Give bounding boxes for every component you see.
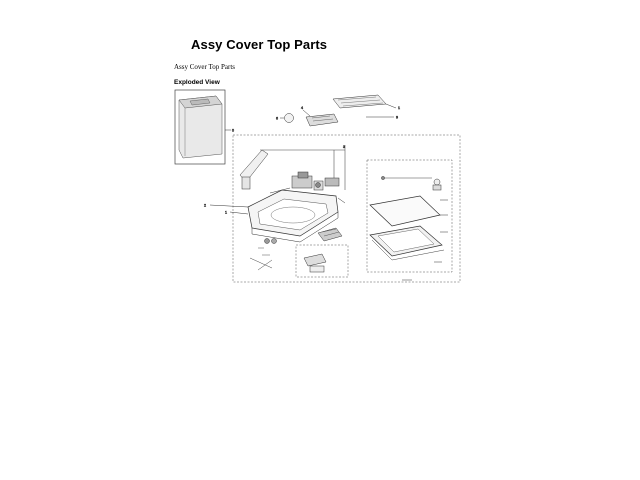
part-left-bracket	[239, 149, 269, 190]
part-pcb	[302, 109, 339, 127]
part-top-cover	[247, 189, 339, 243]
callout-label: 4	[301, 106, 303, 110]
callout-label: 6	[276, 117, 278, 121]
part-lid-hinge	[381, 176, 442, 191]
callout-label: 2	[204, 204, 206, 208]
part-glass-lid	[369, 195, 441, 227]
lid-subassembly-frame	[366, 159, 453, 273]
part-small-fasteners	[249, 238, 277, 271]
part-center-cluster	[269, 171, 346, 204]
part-dispenser	[295, 227, 349, 278]
callout-label: 1	[225, 211, 227, 215]
part-knob	[280, 113, 294, 123]
section-heading: Exploded View	[174, 79, 220, 86]
part-top-panel	[332, 94, 397, 118]
part-lid-frame	[369, 225, 445, 261]
callout-label: 1	[398, 106, 400, 110]
assembly-frame	[232, 134, 461, 283]
page-subtitle: Assy Cover Top Parts	[174, 63, 236, 71]
callout-label: 9	[396, 116, 398, 120]
page-title: Assy Cover Top Parts	[191, 37, 328, 52]
callout-label: 3	[343, 145, 345, 149]
washer-thumbnail	[174, 89, 226, 165]
callout-label: 0	[232, 129, 234, 133]
